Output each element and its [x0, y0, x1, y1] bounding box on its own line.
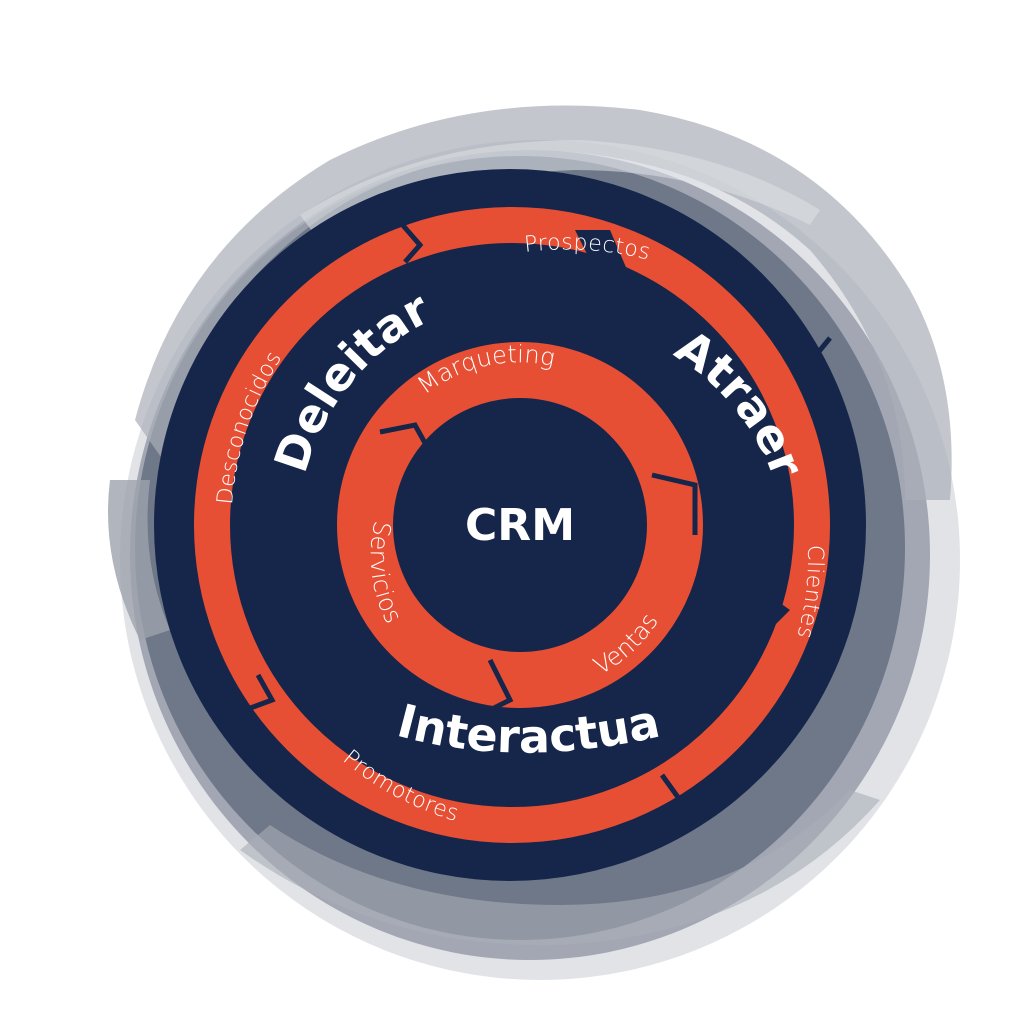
outer-ring: [194, 207, 830, 843]
center-circle: [395, 400, 645, 650]
middle-section-dividers: [270, 230, 790, 660]
inner-ring: [337, 342, 703, 708]
center-label: CRM: [465, 500, 575, 551]
